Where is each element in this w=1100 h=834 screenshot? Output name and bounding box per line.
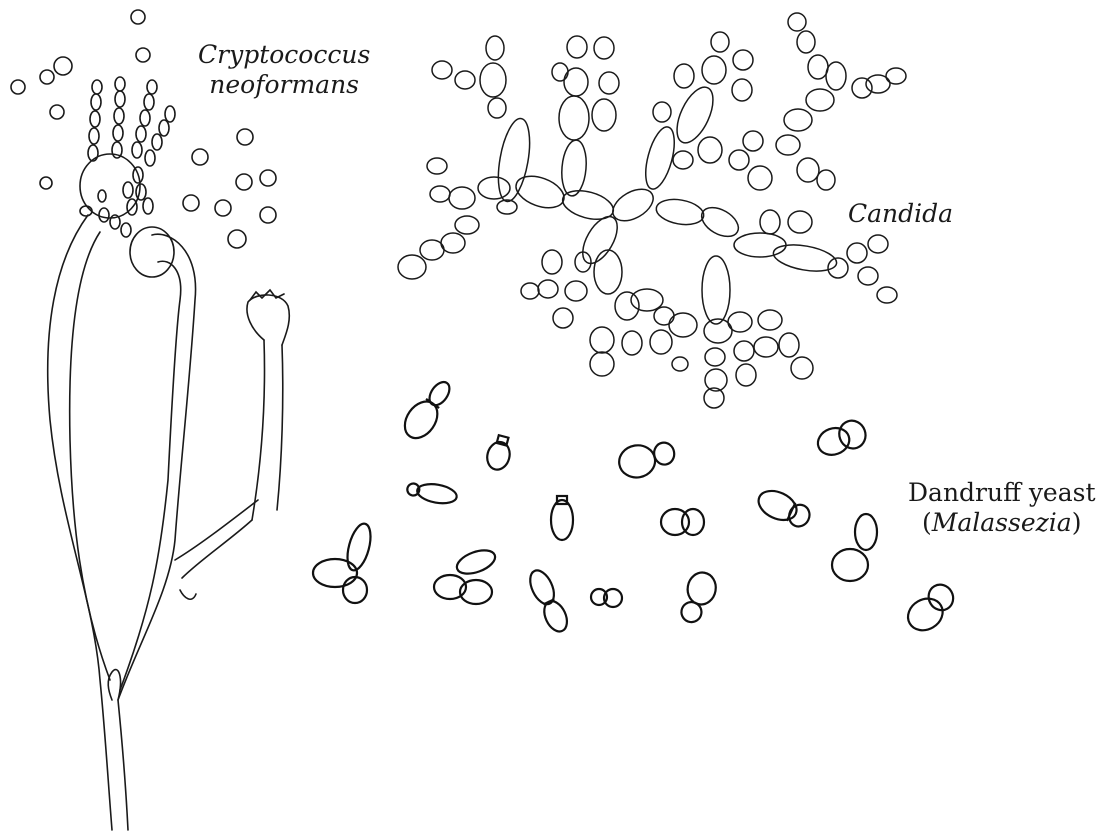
loose-yeast-cells xyxy=(10,9,277,249)
cryptococcus-label-line1: Cryptococcus xyxy=(198,40,371,69)
malassezia-genus: Malassezia xyxy=(931,508,1072,537)
cryptococcus-structure xyxy=(10,9,291,831)
malassezia-label-line2: (Malassezia) xyxy=(908,508,1096,538)
malassezia-cells xyxy=(311,380,955,633)
malassezia-label-line1: Dandruff yeast xyxy=(908,478,1096,507)
cryptococcus-label: Cryptococcus neoformans xyxy=(198,40,370,100)
candida-pseudohyphae xyxy=(397,12,907,409)
conidia-chains xyxy=(79,76,176,238)
malassezia-paren-close: ) xyxy=(1071,508,1082,537)
candida-label: Candida xyxy=(848,199,954,228)
malassezia-label: Dandruff yeast (Malassezia) xyxy=(908,478,1096,538)
malassezia-paren-open: ( xyxy=(922,508,932,537)
cryptococcus-label-line2: neoformans xyxy=(209,70,360,99)
